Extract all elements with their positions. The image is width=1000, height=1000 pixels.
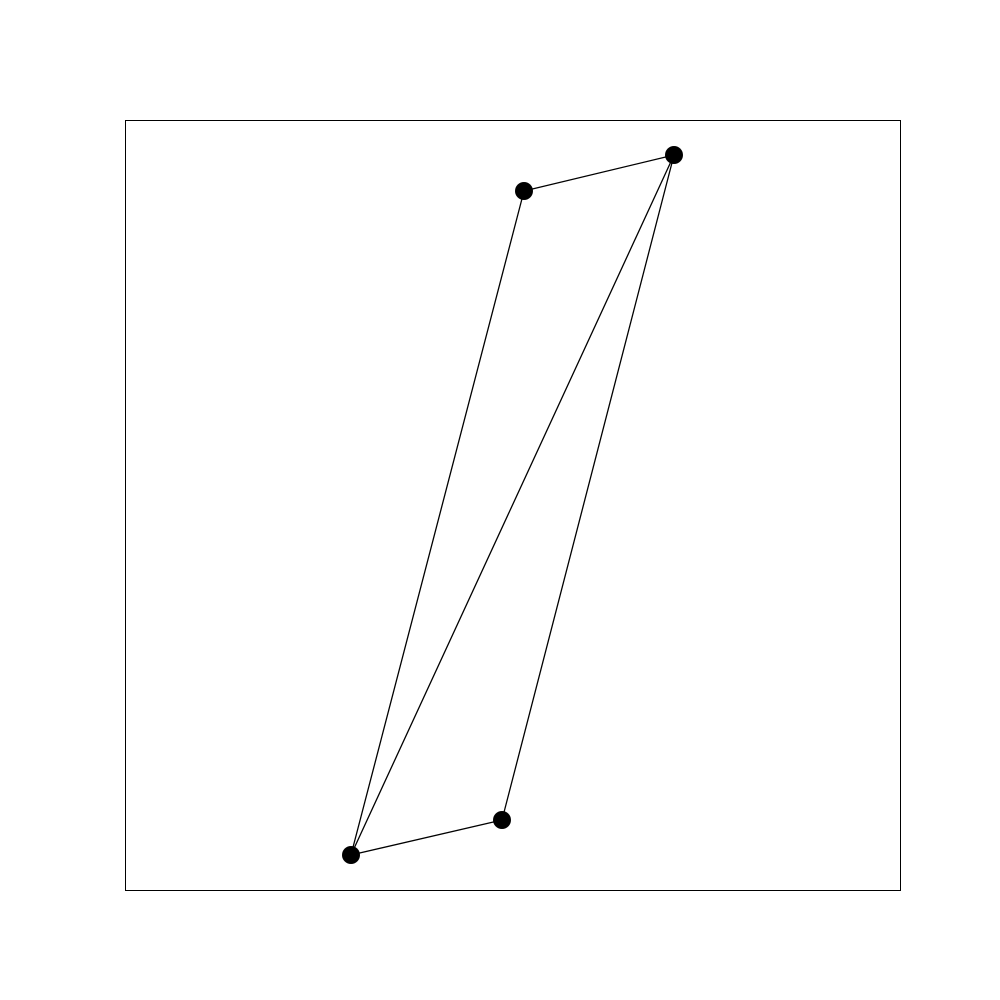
plot-frame <box>125 120 901 891</box>
node-n1 <box>342 846 360 864</box>
edge-n1-n3 <box>350 154 675 856</box>
nodes-layer <box>342 146 683 864</box>
edges-layer <box>350 154 675 856</box>
node-n3 <box>665 146 683 164</box>
edge-n2-n3 <box>501 154 675 821</box>
node-n2 <box>493 811 511 829</box>
edge-n3-n4 <box>523 154 675 192</box>
node-n4 <box>515 182 533 200</box>
edge-n1-n4 <box>350 190 525 856</box>
edge-n1-n2 <box>350 819 503 856</box>
